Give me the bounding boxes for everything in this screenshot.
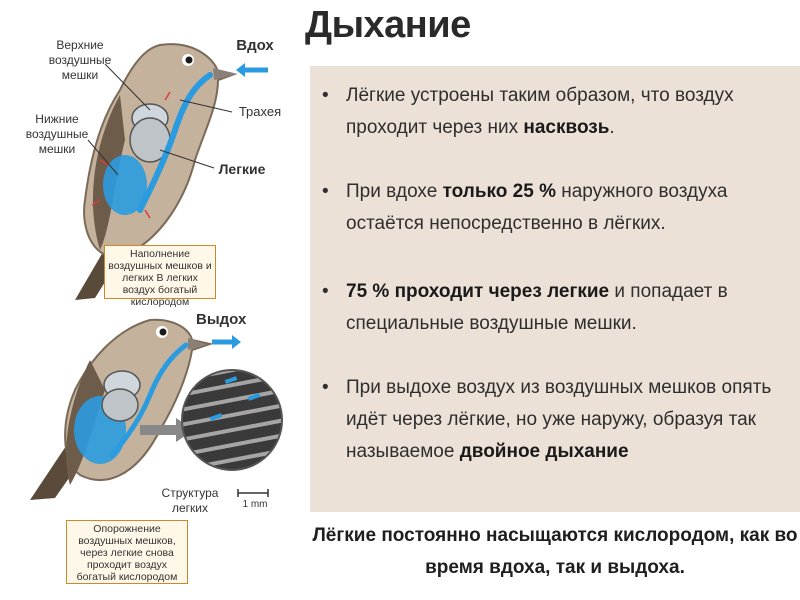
bullet-dot: • [322, 377, 329, 398]
text-panel: • Лёгкие устроены таким образом, что воз… [310, 66, 800, 512]
bullet-dot: • [322, 181, 329, 202]
scale-label: 1 mm [242, 499, 268, 510]
bullet-item-1: • Лёгкие устроены таким образом, что воз… [322, 80, 782, 144]
caption-inhale: Наполнение воздушных мешков и легких В л… [104, 245, 216, 308]
bullet-item-2: • При вдохе только 25 % наружного воздух… [322, 176, 782, 240]
label-trachea: Трахея [238, 104, 282, 119]
label-lungs: Легкие [218, 161, 266, 177]
caption-exhale: Опорожнение воздушных мешков, через легк… [66, 520, 188, 584]
label-upper-air-sacs: Верхние воздушные мешки [48, 38, 112, 82]
bird-exhale-figure [30, 318, 283, 500]
label-lower-air-sacs: Нижние воздушные мешки [25, 112, 89, 156]
label-exhale: Выдох [196, 311, 247, 328]
bullet-item-4: • При выдохе воздух из воздушных мешков … [322, 372, 782, 468]
label-lung-structure: Структура легких [161, 486, 219, 515]
bird-inhale-figure [75, 43, 268, 300]
label-inhale: Вдох [236, 37, 274, 54]
bullet-dot: • [322, 281, 329, 302]
summary-footer: Лёгкие постоянно насыщаются кислородом, … [312, 525, 798, 578]
lung-structure-image [182, 370, 282, 470]
bullet-item-3: • 75 % проходит через легкие и попадает … [322, 276, 782, 340]
bullet-dot: • [322, 85, 329, 106]
page-title: Дыхание [305, 4, 471, 46]
